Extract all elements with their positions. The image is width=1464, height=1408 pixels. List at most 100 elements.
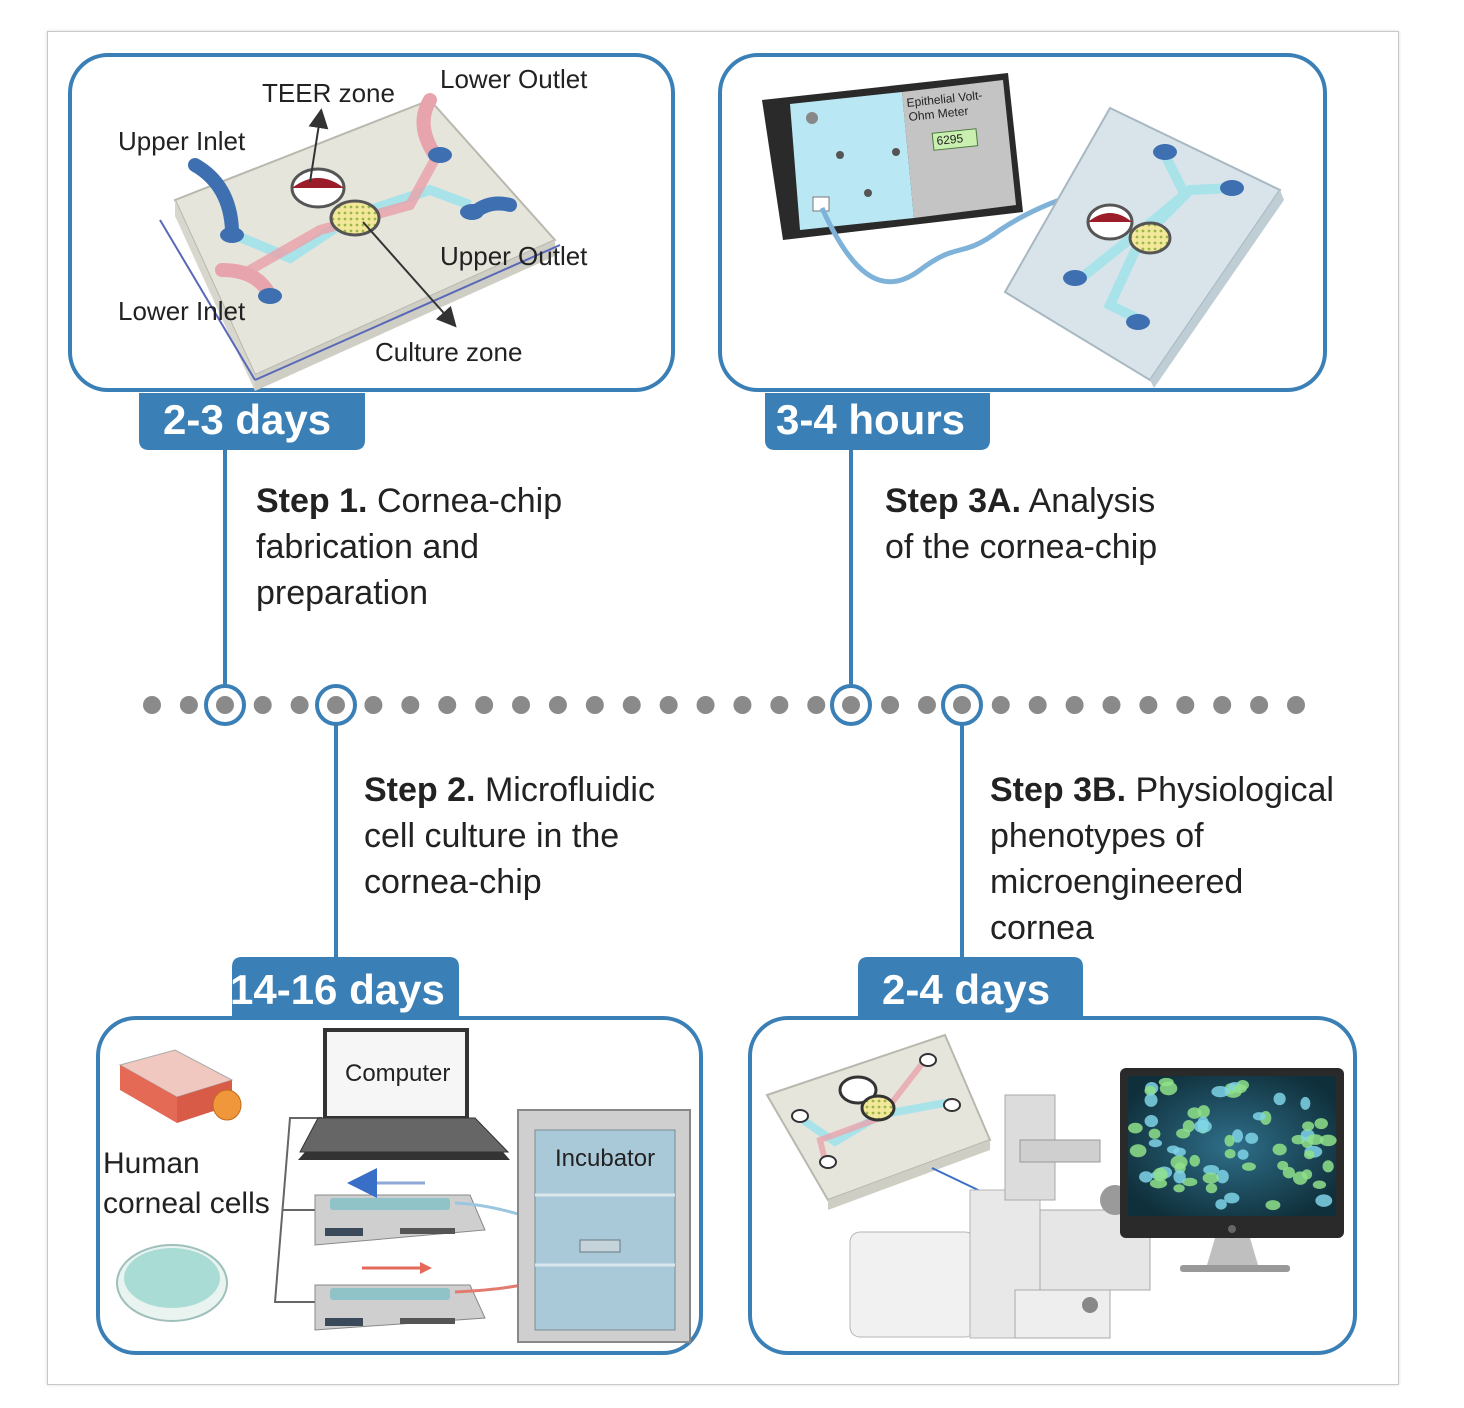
timeline-dot bbox=[770, 696, 789, 714]
cell-nucleus bbox=[1173, 1169, 1186, 1184]
step1-line2: fabrication and bbox=[256, 528, 480, 566]
cell-nucleus bbox=[1303, 1150, 1315, 1160]
timeline-dot bbox=[438, 696, 457, 714]
culture-well bbox=[329, 199, 381, 237]
cell-nucleus bbox=[1300, 1096, 1311, 1110]
cell-nucleus bbox=[1211, 1085, 1230, 1098]
cell-nucleus bbox=[1322, 1160, 1334, 1173]
computer-label: Computer bbox=[345, 1060, 450, 1087]
badge-step3a-text: 3-4 hours bbox=[776, 396, 965, 443]
timeline-dot bbox=[733, 696, 752, 714]
step1-line3: preparation bbox=[256, 574, 429, 612]
cell-nucleus bbox=[1315, 1194, 1333, 1207]
label-lower-inlet: Lower Inlet bbox=[118, 296, 246, 326]
cell-nucleus bbox=[1245, 1132, 1259, 1144]
petri-dish-icon bbox=[116, 1244, 228, 1322]
timeline-dot bbox=[585, 696, 604, 714]
cell-nucleus bbox=[1319, 1134, 1337, 1147]
step1-label: Step 1. bbox=[256, 482, 368, 520]
timeline-dot bbox=[253, 696, 272, 714]
label-lower-outlet: Lower Outlet bbox=[440, 64, 588, 94]
cell-nucleus bbox=[1144, 1115, 1159, 1128]
timeline-milestone-dot bbox=[953, 696, 971, 714]
step3a-description: Step 3A. Analysis of the cornea-chip bbox=[885, 478, 1157, 570]
cell-nucleus bbox=[1273, 1092, 1286, 1106]
cell-nucleus bbox=[1205, 1183, 1218, 1194]
step2-label: Step 2. bbox=[364, 771, 476, 809]
cell-nucleus bbox=[1129, 1144, 1147, 1158]
cell-nucleus bbox=[1237, 1149, 1249, 1160]
cell-nucleus bbox=[1182, 1177, 1198, 1187]
fluorescent-cells bbox=[1128, 1077, 1337, 1211]
cell-nucleus bbox=[1302, 1121, 1315, 1131]
timeline-dot bbox=[364, 696, 383, 714]
label-upper-outlet: Upper Outlet bbox=[440, 241, 588, 271]
timeline-dot bbox=[179, 696, 198, 714]
laptop-icon bbox=[298, 1028, 510, 1160]
timeline-dot bbox=[622, 696, 641, 714]
badge-step3a: 3-4 hours bbox=[765, 393, 990, 450]
cell-nucleus bbox=[1272, 1143, 1287, 1156]
timeline-dot bbox=[881, 696, 900, 714]
label-culture-zone: Culture zone bbox=[375, 337, 522, 367]
step1-description: Step 1. Cornea-chip fabrication and prep… bbox=[256, 478, 562, 616]
badge-step2-text: 14-16 days bbox=[230, 966, 445, 1013]
timeline-dot bbox=[1065, 696, 1084, 714]
step2-line2: cell culture in the bbox=[364, 817, 620, 855]
step3a-line2: of the cornea-chip bbox=[885, 528, 1158, 566]
cell-nucleus bbox=[1152, 1167, 1168, 1182]
timeline-dot bbox=[1102, 696, 1121, 714]
cell-nucleus bbox=[1224, 1149, 1236, 1159]
cells-label-line1: Human bbox=[103, 1147, 200, 1180]
cell-nucleus bbox=[1312, 1180, 1327, 1189]
step3a-line1: Analysis bbox=[1028, 482, 1156, 520]
incubator-icon bbox=[517, 1109, 691, 1343]
timeline-dot bbox=[1028, 696, 1047, 714]
step3b-line2: phenotypes of bbox=[990, 817, 1204, 855]
timeline-dot bbox=[290, 696, 309, 714]
timeline-dot bbox=[1213, 696, 1232, 714]
cell-nucleus bbox=[1215, 1199, 1227, 1210]
timeline-milestone-dot bbox=[216, 696, 234, 714]
timeline-dot bbox=[143, 696, 161, 714]
cell-nucleus bbox=[1144, 1093, 1158, 1107]
step2-description: Step 2. Microfluidic cell culture in the… bbox=[364, 767, 655, 905]
timeline-dot bbox=[991, 696, 1010, 714]
step3b-line4: cornea bbox=[990, 909, 1094, 947]
timeline-dot bbox=[475, 696, 494, 714]
cell-nucleus bbox=[1189, 1154, 1200, 1167]
cell-nucleus bbox=[1144, 1085, 1156, 1096]
timeline-dot bbox=[512, 696, 531, 714]
upper-inlet-tube bbox=[188, 158, 239, 237]
meter-reading: 6295 bbox=[936, 131, 964, 148]
panel-fabrication: TEER zone Lower Outlet Upper Inlet Upper… bbox=[68, 53, 675, 392]
cell-nucleus bbox=[1158, 1077, 1174, 1087]
step2-line1: Microfluidic bbox=[484, 771, 655, 809]
cell-nucleus bbox=[1292, 1171, 1308, 1185]
meter-title-line2: Ohm Meter bbox=[908, 104, 969, 124]
label-teer-zone: TEER zone bbox=[262, 78, 395, 108]
cell-nucleus bbox=[1166, 1145, 1180, 1154]
step3b-description: Step 3B. Physiological phenotypes of mic… bbox=[990, 767, 1334, 951]
timeline-dot bbox=[917, 696, 936, 714]
cell-nucleus bbox=[1173, 1184, 1185, 1193]
panel-imaging bbox=[748, 1016, 1357, 1355]
meter-display bbox=[931, 128, 979, 151]
timeline-dot bbox=[548, 696, 567, 714]
cells-label-line2: corneal cells bbox=[103, 1187, 270, 1220]
cell-nucleus bbox=[1149, 1178, 1168, 1189]
timeline-dot bbox=[696, 696, 715, 714]
badge-step1: 2-3 days bbox=[139, 393, 365, 450]
badge-step2: 14-16 days bbox=[230, 957, 459, 1017]
badge-step3b-text: 2-4 days bbox=[882, 966, 1050, 1013]
cell-nucleus bbox=[1224, 1134, 1235, 1147]
cell-nucleus bbox=[1216, 1169, 1229, 1184]
cell-nucleus bbox=[1252, 1112, 1266, 1121]
cell-nucleus bbox=[1182, 1119, 1195, 1133]
timeline-dot bbox=[1176, 696, 1195, 714]
timeline-milestone-dot bbox=[327, 696, 345, 714]
cell-nucleus bbox=[1232, 1129, 1243, 1143]
cell-nucleus bbox=[1148, 1139, 1163, 1148]
step3b-line1: Physiological bbox=[1135, 771, 1334, 809]
timeline-dot bbox=[401, 696, 420, 714]
